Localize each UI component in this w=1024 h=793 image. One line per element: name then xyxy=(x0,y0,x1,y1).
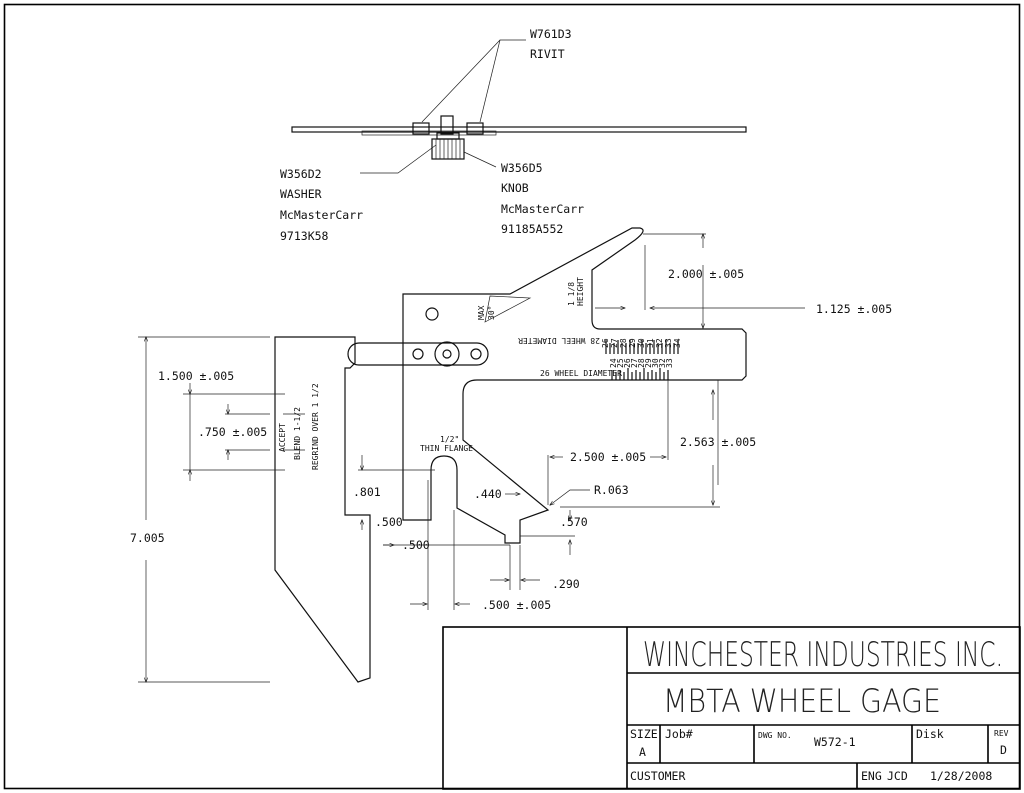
rivit-label: RIVIT xyxy=(530,47,565,61)
washer-vendor: McMasterCarr xyxy=(280,208,363,222)
scale-number: 33 xyxy=(664,338,673,348)
scale-number: 28 xyxy=(637,358,646,368)
knob-label: KNOB xyxy=(501,181,529,195)
regrind-label: REGRIND OVER 1 1/2 xyxy=(311,383,320,470)
mount-hole xyxy=(425,307,439,321)
knob-vendor: McMasterCarr xyxy=(501,202,584,216)
gage-body-outline xyxy=(274,227,747,683)
rev-value: D xyxy=(1000,743,1007,757)
title-block xyxy=(442,626,1021,790)
date-value: 1/28/2008 xyxy=(930,769,992,783)
scale-number: 29 xyxy=(644,358,653,368)
dim-500-b: .500 xyxy=(402,538,430,552)
rivit-part-number: W761D3 xyxy=(530,27,572,41)
job-label: Job# xyxy=(665,727,693,741)
scale-number: 31 xyxy=(646,338,655,348)
customer-label: CUSTOMER xyxy=(630,769,685,783)
dim-440: .440 xyxy=(474,487,502,501)
dim-801: .801 xyxy=(353,485,381,499)
height-label-b: HEIGHT xyxy=(576,277,585,306)
size-value: A xyxy=(639,745,646,759)
dim-290: .290 xyxy=(552,577,580,591)
washer-part-number: W356D2 xyxy=(280,167,322,181)
dwg-number: W572-1 xyxy=(814,735,856,749)
scale-number: 32 xyxy=(658,358,667,368)
dim-2000: 2.000 ±.005 xyxy=(668,267,744,281)
knob-vendor-number: 91185A552 xyxy=(501,222,563,236)
thin-flange-label-a: 1/2" xyxy=(440,435,459,444)
scale-number: 30 xyxy=(637,338,646,348)
adjust-slot xyxy=(347,342,489,366)
size-label: SIZE xyxy=(630,727,658,741)
upper-scale-ticks xyxy=(605,340,679,354)
scale-number: 28 xyxy=(619,338,628,348)
company-name: WINCHESTER INDUSTRIES INC. xyxy=(643,635,1003,675)
knob-part-number: W356D5 xyxy=(501,161,543,175)
dim-1500: 1.500 ±.005 xyxy=(158,369,234,383)
dwg-label: DWG NO. xyxy=(758,731,792,740)
dim-500-tol: .500 ±.005 xyxy=(482,598,551,612)
dim-2563: 2.563 ±.005 xyxy=(680,435,756,449)
thin-flange-label-b: THIN FLANGE xyxy=(420,444,473,453)
scale-number: 29 xyxy=(628,338,637,348)
scale-number: 34 xyxy=(673,338,682,348)
washer-label: WASHER xyxy=(280,187,322,201)
dim-r063: R.063 xyxy=(594,483,629,497)
eng-label: ENG xyxy=(861,769,882,783)
wheel-diameter-upper: 26 WHEEL DIAMETER xyxy=(540,369,622,378)
drawing-title: MBTA WHEEL GAGE xyxy=(663,682,941,720)
rev-label: REV xyxy=(994,729,1009,738)
dim-2500: 2.500 ±.005 xyxy=(570,450,646,464)
disk-label: Disk xyxy=(916,727,944,741)
dim-570: .570 xyxy=(560,515,588,529)
dimension-lines xyxy=(138,234,805,682)
scale-number: 27 xyxy=(610,338,619,348)
lower-scale-ticks xyxy=(611,368,669,380)
max-label: MAX xyxy=(477,305,486,320)
side-view-assembly xyxy=(291,39,747,174)
scale-number: 32 xyxy=(655,338,664,348)
eng-value: JCD xyxy=(887,769,908,783)
scale-number: 24 xyxy=(609,358,618,368)
accept-label: ACCEPT xyxy=(278,423,287,452)
scale-number: 25 xyxy=(616,358,625,368)
washer-vendor-number: 9713K58 xyxy=(280,229,329,243)
scale-number: 30 xyxy=(651,358,660,368)
wheel-diameter-inverted: 28 WHEEL DIAMETER xyxy=(518,336,600,345)
scale-number: 26 xyxy=(623,358,632,368)
scale-number: 27 xyxy=(630,358,639,368)
dim-7005: 7.005 xyxy=(130,531,165,545)
blend-label: BLEND 1-1/2 xyxy=(293,407,302,460)
height-label-a: 1 1/8 xyxy=(567,282,576,306)
dim-1125: 1.125 ±.005 xyxy=(816,302,892,316)
dim-750: .750 ±.005 xyxy=(198,425,267,439)
max-angle-label: 30° xyxy=(487,306,496,320)
scale-number: 33 xyxy=(665,358,674,368)
scale-number: 26 xyxy=(601,338,610,348)
dim-500-a: .500 xyxy=(375,515,403,529)
